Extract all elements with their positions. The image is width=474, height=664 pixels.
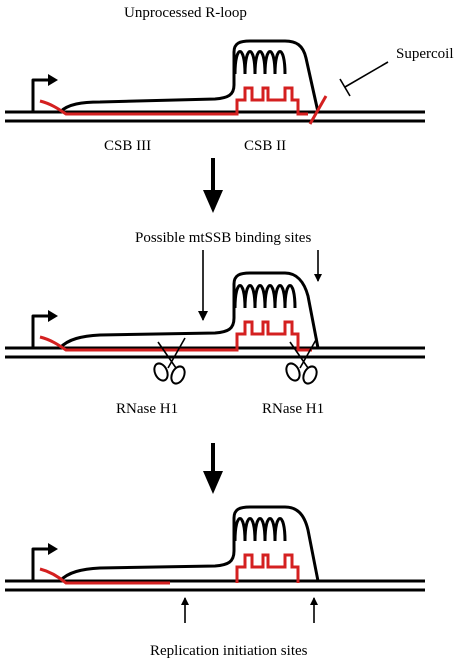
coil-2-2 <box>243 284 257 309</box>
scissors-blade-left-a <box>157 341 177 369</box>
promoter-arrowhead-icon-2 <box>48 310 58 322</box>
displaced-strand <box>58 39 320 114</box>
g-quadruplex-coils-2 <box>233 284 297 309</box>
csb3-label: CSB III <box>104 138 151 154</box>
promoter-arrowhead-icon-3 <box>48 543 58 555</box>
coil-2-6 <box>283 284 297 309</box>
promoter-arrow-icon-3 <box>31 547 50 581</box>
displaced-strand-3 <box>58 505 320 583</box>
coil-2-3 <box>253 284 267 309</box>
csb2-label: CSB II <box>244 138 286 154</box>
coil-3 <box>253 50 267 75</box>
panel-unprocessed-r-loop: Unprocessed R-loop Supercoil CSB III CSB… <box>5 5 454 154</box>
supercoil-label: Supercoil <box>396 46 454 62</box>
scissors-icon-right <box>285 337 318 385</box>
scissors-blade-right-b <box>299 337 318 369</box>
rnase-left-label: RNase H1 <box>116 401 178 417</box>
scissors-handle-right-b <box>302 365 318 385</box>
coil-5 <box>273 50 287 75</box>
rna-strand <box>39 86 308 116</box>
supercoil-t-bar-icon <box>339 78 351 97</box>
panel1-title: Unprocessed R-loop <box>124 5 247 21</box>
rna-strand-2 <box>39 320 312 352</box>
scissors-blade-right-a <box>289 341 309 369</box>
rna-gq-fragment <box>235 553 300 583</box>
scissors-icon-left <box>153 337 186 385</box>
displaced-strand-2 <box>58 271 320 350</box>
g-quadruplex-coils <box>233 50 287 75</box>
down-arrowhead-1 <box>203 190 223 213</box>
coil-2-4 <box>263 284 277 309</box>
scissors-blade-left-b <box>167 337 186 369</box>
g-quadruplex-coils-3 <box>233 517 287 542</box>
coil-3-3 <box>253 517 267 542</box>
rnase-right-label: RNase H1 <box>262 401 324 417</box>
coil-4 <box>263 50 277 75</box>
binding-sites-label: Possible mtSSB binding sites <box>135 230 311 246</box>
scissors-handle-right-a <box>285 362 301 382</box>
coil-3-2 <box>243 517 257 542</box>
rna-primer-fragment <box>39 567 170 585</box>
coil-2-5 <box>273 284 287 309</box>
coil-3-1 <box>233 517 247 542</box>
panel-mtssb-rnase: Possible mtSSB binding sites <box>5 230 425 417</box>
coil-3-4 <box>263 517 277 542</box>
promoter-arrow-icon <box>31 78 50 112</box>
coil-2 <box>243 50 257 75</box>
down-arrowhead-2 <box>203 471 223 494</box>
coil-2-1 <box>233 284 247 309</box>
initiation-sites-label: Replication initiation sites <box>150 643 308 659</box>
supercoil-pointer <box>344 61 389 88</box>
coil-1 <box>233 50 247 75</box>
panel-replication-initiation: Replication initiation sites <box>5 505 425 659</box>
rna-end-tail <box>308 95 328 125</box>
coil-3-5 <box>273 517 287 542</box>
promoter-arrowhead-icon <box>48 74 58 86</box>
scissors-handle-left-a <box>153 362 169 382</box>
scissors-handle-left-b <box>170 365 186 385</box>
promoter-arrow-icon-2 <box>31 314 50 348</box>
